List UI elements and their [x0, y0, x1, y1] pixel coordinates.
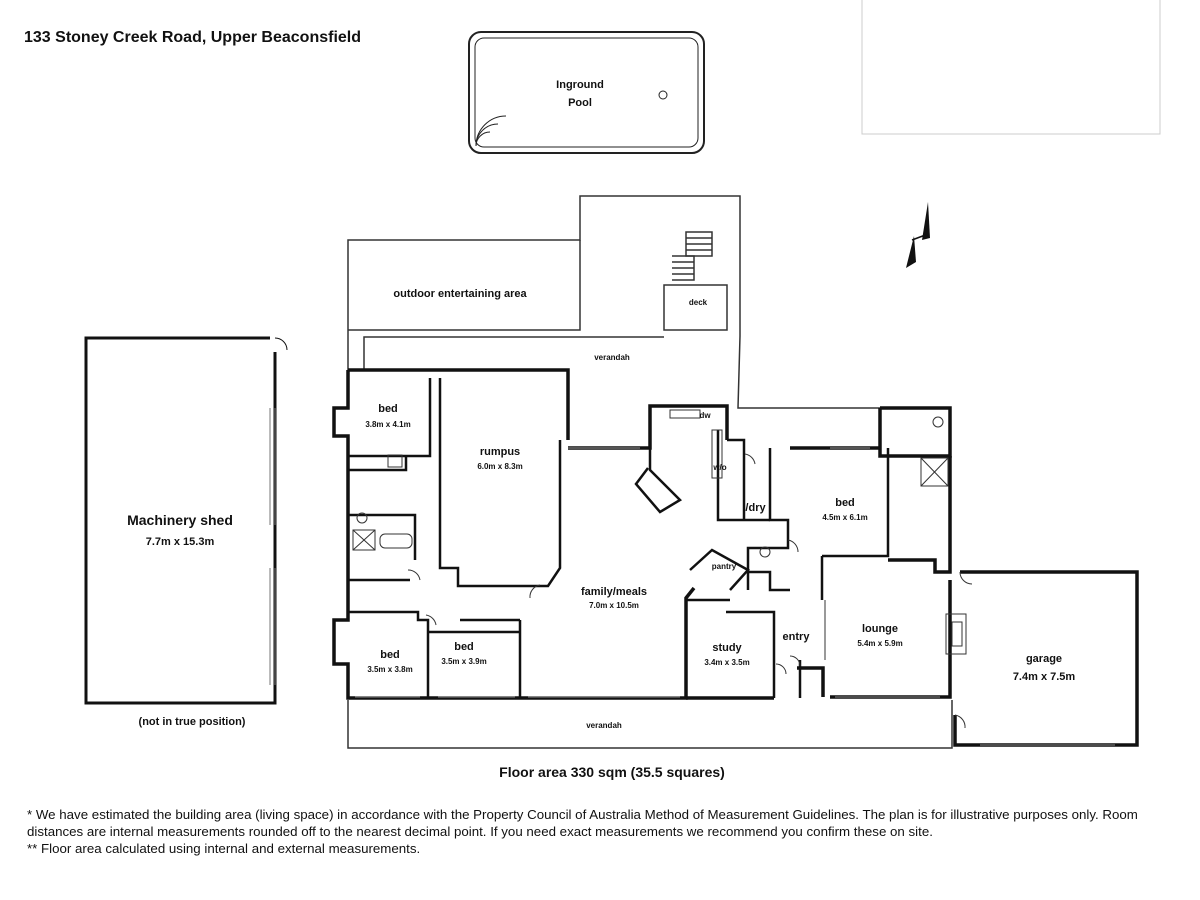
house-walls — [332, 368, 1139, 747]
lounge-dims: 5.4m x 5.9m — [857, 639, 902, 648]
lounge-name: lounge — [862, 623, 898, 635]
family-dims: 7.0m x 10.5m — [589, 601, 639, 610]
pantry-name: pantry — [712, 562, 737, 571]
outdoor-label: outdoor entertaining area — [393, 288, 527, 300]
machinery-shed: Machinery shed 7.7m x 15.3m (not in true… — [84, 336, 288, 728]
ldry-name: l/dry — [742, 502, 766, 514]
bed3-dims: 3.5m x 3.9m — [441, 657, 486, 666]
entry-name: entry — [783, 631, 811, 643]
shed-name: Machinery shed — [127, 512, 233, 528]
footnote-1: * We have estimated the building area (l… — [27, 807, 1138, 839]
inground-pool: Inground Pool — [468, 31, 705, 154]
verandah-bottom-label: verandah — [586, 721, 622, 730]
footnote-2: ** Floor area calculated using internal … — [27, 841, 421, 856]
bed3-name: bed — [454, 641, 474, 653]
bed1-dims: 3.8m x 4.1m — [365, 420, 410, 429]
north-arrow-icon — [906, 202, 930, 268]
master-bed-name: bed — [835, 497, 855, 509]
master-bed-dims: 4.5m x 6.1m — [822, 513, 867, 522]
rumpus-dims: 6.0m x 8.3m — [477, 462, 522, 471]
interior-walls — [348, 378, 890, 698]
family-name: family/meals — [581, 586, 647, 598]
garage-dims: 7.4m x 7.5m — [1013, 671, 1076, 683]
outdoor-outlines — [347, 195, 953, 749]
study-dims: 3.4m x 3.5m — [704, 658, 749, 667]
bed2-dims: 3.5m x 3.8m — [367, 665, 412, 674]
rumpus-name: rumpus — [480, 446, 520, 458]
pool-label-2: Pool — [568, 97, 592, 109]
property-address: 133 Stoney Creek Road, Upper Beaconsfiel… — [24, 29, 361, 46]
study-name: study — [712, 642, 742, 654]
blank-panel — [861, 0, 1161, 135]
wall-oven-label: w/o — [712, 463, 726, 472]
door-swings — [352, 409, 1115, 746]
shed-note: (not in true position) — [139, 716, 246, 728]
floor-area: Floor area 330 sqm (35.5 squares) — [499, 764, 725, 780]
bed1-name: bed — [378, 403, 398, 415]
pool-label-1: Inground — [556, 79, 604, 91]
dishwasher-label: dw — [699, 411, 711, 420]
deck-label: deck — [689, 298, 708, 307]
shed-dims: 7.7m x 15.3m — [146, 536, 215, 548]
verandah-top-label: verandah — [594, 353, 630, 362]
footnotes: * We have estimated the building area (l… — [27, 806, 1195, 857]
bed2-name: bed — [380, 649, 400, 661]
garage-name: garage — [1026, 653, 1062, 665]
